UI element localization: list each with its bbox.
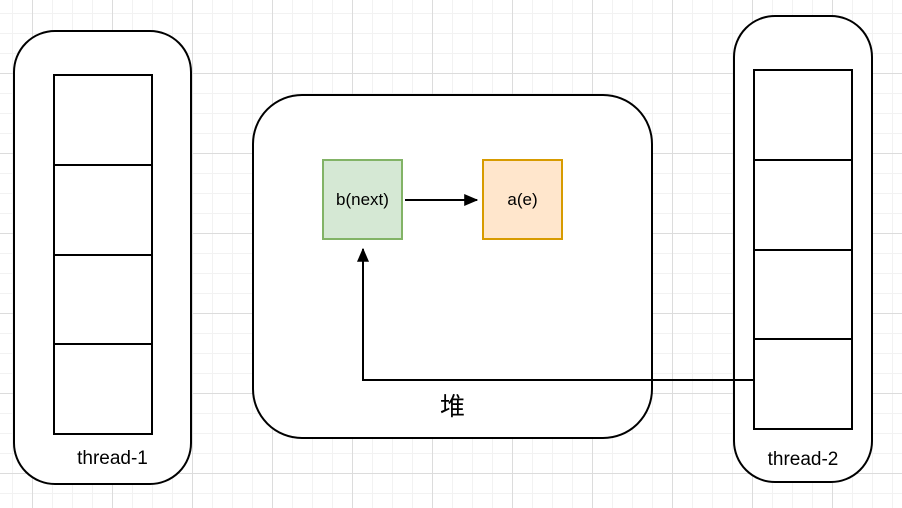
thread1-stack-cell-3[interactable]	[55, 253, 151, 344]
thread2-stack-cell-1[interactable]	[755, 71, 851, 159]
thread2-stack[interactable]	[753, 69, 853, 430]
thread2-stack-cell-3[interactable]	[755, 248, 851, 339]
thread1-stack-cell-1[interactable]	[55, 76, 151, 164]
thread2-label: thread-2	[767, 449, 839, 470]
thread1-stack-cell-2[interactable]	[55, 163, 151, 254]
thread1-label: thread-1	[77, 448, 148, 469]
edge-thread2-to-b[interactable]	[357, 247, 754, 381]
heap-node-b[interactable]: b(next)	[322, 159, 403, 240]
heap-container[interactable]	[252, 94, 653, 439]
heap-node-a[interactable]: a(e)	[482, 159, 563, 240]
thread2-stack-cell-4[interactable]	[755, 338, 851, 428]
thread2-stack-cell-2[interactable]	[755, 158, 851, 249]
heap-node-a-label: a(e)	[507, 189, 538, 209]
thread1-stack[interactable]	[53, 74, 153, 435]
heap-label: 堆	[439, 393, 465, 421]
heap-node-b-label: b(next)	[336, 189, 389, 209]
thread1-stack-cell-4[interactable]	[55, 343, 151, 433]
